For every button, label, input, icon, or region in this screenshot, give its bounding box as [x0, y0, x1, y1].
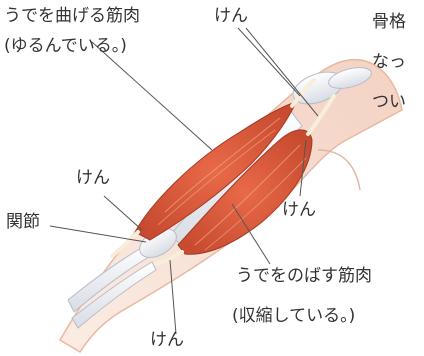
leader-tendon-top-a [238, 28, 300, 96]
extensor-label: うでをのばす筋肉 [236, 266, 372, 286]
flexor-state-label: (ゆるんでいる。) [4, 36, 127, 56]
side-text-line-2: なっ [372, 52, 406, 72]
tendon-mid-label: けん [282, 200, 316, 220]
tendon-bottom-label: けん [150, 330, 184, 350]
leader-flexor [92, 42, 212, 150]
extensor-state-label: (収縮している。) [232, 306, 355, 326]
leader-tendon-left [104, 196, 142, 230]
side-text-line-1: 骨格 [372, 12, 406, 32]
flexor-label: うでを曲げる筋肉 [4, 6, 140, 26]
leader-joint [50, 226, 146, 242]
tendon-top-label: けん [214, 6, 248, 26]
tendon-left-label: けん [76, 168, 110, 188]
side-text-line-3: つい [372, 92, 406, 112]
joint-label: 関節 [6, 212, 40, 232]
